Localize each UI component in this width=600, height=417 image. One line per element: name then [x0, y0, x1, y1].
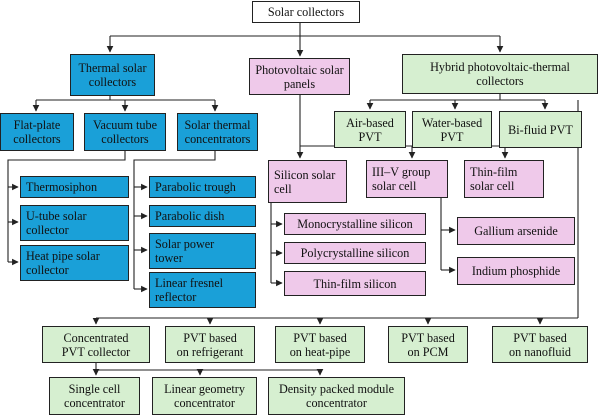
node-linear-fresnel-reflector: Linear fresnel reflector [149, 272, 256, 308]
node-concentrated-pvt-collector: Concentrated PVT collector [42, 326, 150, 363]
node-solar-thermal-concentrators: Solar thermal concentrators [177, 113, 258, 151]
node-pvt-on-refrigerant: PVT based on refrigerant [165, 326, 255, 363]
node-gallium-arsenide: Gallium arsenide [457, 217, 575, 245]
node-thermal-solar-collectors: Thermal solar collectors [70, 54, 155, 96]
node-thin-film-solar-cell: Thin-film solar cell [464, 160, 544, 198]
node-single-cell-concentrator: Single cell concentrator [49, 377, 140, 415]
node-hybrid-pvt-collectors: Hybrid photovoltaic-thermal collectors [402, 54, 598, 94]
node-air-based-pvt: Air-based PVT [334, 111, 406, 148]
node-parabolic-trough: Parabolic trough [149, 176, 256, 198]
node-pvt-on-heat-pipe: PVT based on heat-pipe [275, 326, 365, 363]
node-photovoltaic-solar-panels: Photovoltaic solar panels [249, 58, 350, 95]
node-thermosiphon: Thermosiphon [20, 176, 129, 198]
node-density-packed-module-concentrator: Density packed module concentrator [268, 377, 405, 415]
node-silicon-solar-cell: Silicon solar cell [268, 160, 347, 203]
node-thin-film-silicon: Thin-film silicon [284, 271, 426, 296]
node-u-tube-solar-collector: U-tube solar collector [20, 205, 129, 241]
node-monocrystalline-silicon: Monocrystalline silicon [284, 213, 426, 235]
node-parabolic-dish: Parabolic dish [149, 205, 256, 227]
node-indium-phosphide: Indium phosphide [457, 257, 575, 285]
node-vacuum-tube-collectors: Vacuum tube collectors [84, 113, 166, 151]
node-solar-power-tower: Solar power tower [149, 233, 256, 269]
node-pvt-on-nanofluid: PVT based on nanofluid [492, 326, 588, 363]
node-linear-geometry-concentrator: Linear geometry concentrator [152, 377, 257, 415]
node-pvt-on-pcm: PVT based on PCM [388, 326, 468, 363]
node-bi-fluid-pvt: Bi-fluid PVT [499, 111, 582, 148]
node-water-based-pvt: Water-based PVT [412, 111, 492, 148]
node-solar-collectors: Solar collectors [252, 1, 360, 23]
node-flat-plate-collectors: Flat-plate collectors [0, 113, 74, 151]
node-heat-pipe-solar-collector: Heat pipe solar collector [20, 245, 129, 281]
node-polycrystalline-silicon: Polycrystalline silicon [284, 242, 426, 264]
node-iii-v-group-solar-cell: III–V group solar cell [366, 160, 448, 198]
